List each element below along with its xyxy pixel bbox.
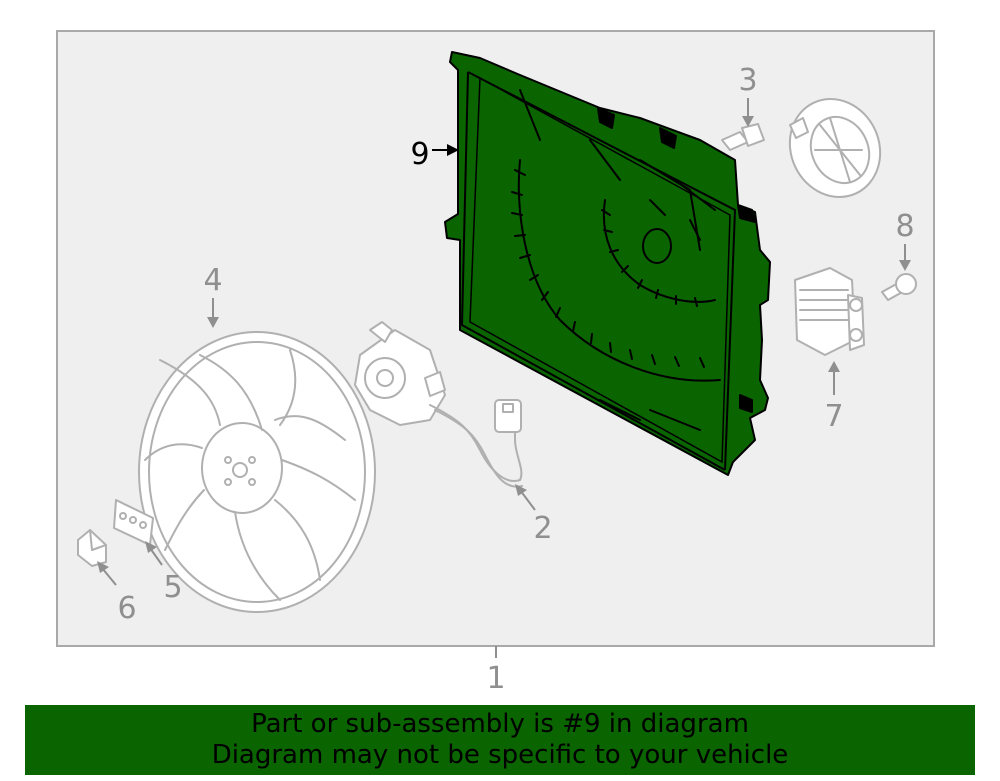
control-module-part-7[interactable]	[794, 267, 865, 356]
screw-part-8[interactable]	[881, 273, 917, 301]
leader-line-3	[742, 98, 754, 127]
leader-line-7	[828, 361, 840, 395]
leader-line-9	[432, 144, 459, 156]
leader-line-6	[97, 561, 117, 586]
callout-8: 8	[895, 209, 914, 244]
banner-line-1: Part or sub-assembly is #9 in diagram	[251, 709, 749, 739]
leader-line-5	[145, 541, 163, 566]
callout-6: 6	[117, 591, 136, 626]
fan-motor-part-2[interactable]	[354, 321, 523, 488]
fan-blade-part-4[interactable]	[138, 331, 376, 613]
leader-line-2	[515, 484, 536, 511]
callout-9-highlighted: 9	[410, 137, 429, 172]
leader-line-4	[207, 298, 219, 328]
clip-part-6[interactable]	[77, 529, 107, 567]
callout-7: 7	[824, 399, 843, 434]
bolt-part-3[interactable]	[721, 123, 765, 151]
callout-2: 2	[533, 511, 552, 546]
callout-4: 4	[203, 263, 222, 298]
callout-1: 1	[486, 661, 505, 696]
fan-ring-component[interactable]	[774, 84, 896, 212]
leader-line-8	[899, 244, 911, 271]
callout-5: 5	[163, 570, 182, 605]
banner-line-2: Diagram may not be specific to your vehi…	[211, 740, 789, 770]
info-banner: Part or sub-assembly is #9 in diagram Di…	[25, 705, 975, 775]
callout-3: 3	[738, 63, 757, 98]
fan-shroud-part-9[interactable]	[444, 51, 771, 476]
